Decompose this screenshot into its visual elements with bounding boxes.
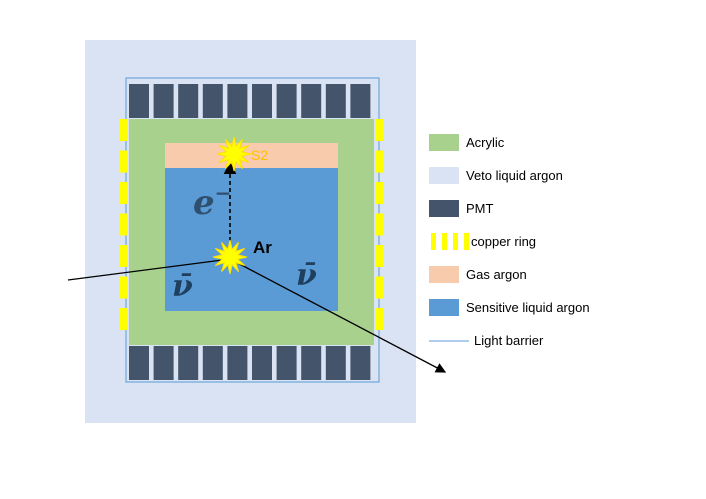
electron-charge: − xyxy=(215,181,232,205)
legend-swatch xyxy=(429,266,459,283)
copper-ring xyxy=(376,150,384,173)
legend-ring-swatch xyxy=(464,233,469,250)
pmt-tube xyxy=(178,346,199,380)
pmt-tube xyxy=(325,84,346,118)
copper-rings-right xyxy=(376,119,384,330)
antineutrino-label-left: ν̄ xyxy=(172,269,193,304)
legend-item: PMT xyxy=(429,200,494,217)
copper-ring xyxy=(376,276,384,299)
pmt-tube xyxy=(252,84,272,118)
legend-ring-swatch xyxy=(442,233,447,250)
legend-label: Light barrier xyxy=(474,333,544,348)
outgoing-track-arrow xyxy=(229,258,447,373)
copper-ring xyxy=(119,245,127,267)
s2-label: S2 xyxy=(251,147,268,163)
copper-ring xyxy=(376,119,384,141)
argon-label: Ar xyxy=(253,238,272,257)
pmt-tube xyxy=(350,84,371,118)
legend-swatch xyxy=(429,299,459,316)
legend-item: Sensitive liquid argon xyxy=(429,299,590,316)
pmt-tube xyxy=(301,84,322,118)
antineutrino-label-right: ν̄ xyxy=(296,258,317,293)
electron-symbol: e xyxy=(193,183,215,223)
pmt-tube xyxy=(252,346,272,380)
copper-ring xyxy=(119,119,127,141)
incoming-track-line xyxy=(67,258,231,281)
copper-rings-left xyxy=(119,119,127,330)
legend-label: Veto liquid argon xyxy=(466,168,563,183)
pmt-tube xyxy=(129,84,149,118)
legend-swatch xyxy=(429,200,459,217)
sensitive-liquid-argon-region xyxy=(165,168,338,311)
pmt-tube xyxy=(202,346,223,380)
legend-swatch xyxy=(429,134,459,151)
pmt-tube xyxy=(276,84,297,118)
legend-label: Gas argon xyxy=(466,267,527,282)
pmt-tube xyxy=(129,346,149,380)
electron-label: e− xyxy=(193,181,231,223)
legend-label: Sensitive liquid argon xyxy=(466,300,590,315)
pmt-row-top xyxy=(129,84,371,118)
pmt-tube xyxy=(202,84,223,118)
legend-item: Gas argon xyxy=(429,266,527,283)
pmt-tube xyxy=(178,84,199,118)
legend-swatch xyxy=(429,167,459,184)
legend-ring-swatch xyxy=(453,233,458,250)
copper-ring xyxy=(119,276,127,299)
pmt-tube xyxy=(227,346,248,380)
legend-item: Acrylic xyxy=(429,134,505,151)
pmt-tube xyxy=(301,346,322,380)
copper-ring xyxy=(376,182,384,204)
copper-ring xyxy=(376,245,384,267)
pmt-row-bottom xyxy=(129,346,371,380)
pmt-tube xyxy=(153,346,174,380)
copper-ring xyxy=(119,308,127,330)
legend-item: Veto liquid argon xyxy=(429,167,563,184)
s2-flash-star xyxy=(216,136,252,172)
gas-argon-region xyxy=(165,143,338,168)
copper-ring xyxy=(376,213,384,236)
legend-label: Acrylic xyxy=(466,135,505,150)
copper-ring xyxy=(119,213,127,236)
pmt-tube xyxy=(227,84,248,118)
legend-label: PMT xyxy=(466,201,494,216)
pmt-tube xyxy=(153,84,174,118)
copper-ring xyxy=(376,308,384,330)
pmt-tube xyxy=(350,346,371,380)
legend-ring-swatch xyxy=(431,233,436,250)
legend-item: copper ring xyxy=(431,233,536,250)
pmt-tube xyxy=(325,346,346,380)
legend-label: copper ring xyxy=(471,234,536,249)
legend-item: Light barrier xyxy=(429,333,544,348)
copper-ring xyxy=(119,150,127,173)
pmt-tube xyxy=(276,346,297,380)
copper-ring xyxy=(119,182,127,204)
argon-interaction-star xyxy=(212,239,248,275)
